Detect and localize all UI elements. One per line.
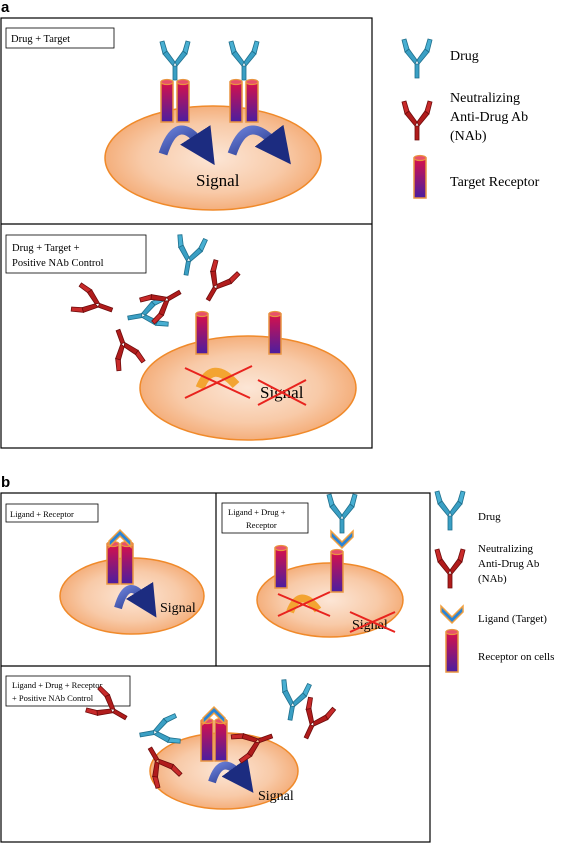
nab-antibody: [69, 282, 118, 325]
legend-a-nab-2: Anti-Drug Ab: [450, 110, 528, 125]
drug-antibody: [274, 678, 312, 724]
nab-antibody: [103, 324, 146, 373]
panel-b-box3-label-2: + Positive NAb Control: [12, 693, 94, 703]
receptor-icon: [445, 628, 459, 673]
blocked-signal-text: Signal: [352, 618, 388, 633]
nab-icon: [434, 548, 466, 589]
ligand: [330, 530, 354, 549]
receptor: [330, 548, 344, 593]
drug-antibody: [326, 493, 358, 534]
panel-a-top-label: Drug + Target: [11, 34, 70, 45]
panel-b-box3-label-1: Ligand + Drug + Receptor: [12, 680, 102, 690]
receptor: [268, 310, 282, 355]
nab-antibody: [292, 695, 337, 745]
legend-b-drug: Drug: [478, 511, 501, 523]
ligand: [108, 529, 132, 548]
panel-b-box1-label-box: [5, 503, 99, 523]
panel-a-bottom-cell: [139, 335, 357, 441]
legend-a-receptor: Target Receptor: [450, 175, 540, 190]
panel-b-box2-label-box: [221, 502, 309, 534]
ligand-icon: [440, 605, 464, 624]
panel-a-top-cell: [104, 105, 322, 211]
blocked-signal-arrow: [286, 594, 322, 614]
legend-b-ligand: Ligand (Target): [478, 613, 547, 625]
nab-icon: [401, 100, 433, 141]
panel-a-bottom-label-box: [5, 234, 147, 274]
signal-text: Signal: [196, 171, 240, 190]
panel-b-box1-label: Ligand + Receptor: [10, 509, 74, 519]
panel-a-bottom-label-2: Positive NAb Control: [12, 258, 104, 269]
panel-b-box2-label-1: Ligand + Drug +: [228, 507, 286, 517]
legend-b-nab-1: Neutralizing: [478, 543, 533, 555]
signal-arrow: [114, 581, 157, 618]
legend-a-nab-1: Neutralizing: [450, 91, 520, 106]
drug-antibody: [159, 40, 191, 81]
panel-a-tag: a: [1, 0, 10, 16]
panel-a-top-label-box: [5, 27, 115, 49]
blocked-signal-arrow: [195, 367, 240, 390]
cross-mark: [277, 591, 331, 617]
drug-antibody: [228, 40, 260, 81]
cross-mark: [184, 365, 253, 399]
panel-b-box2-label-2: Receptor: [246, 520, 277, 530]
receptor-icon: [413, 154, 427, 199]
drug-icon: [434, 490, 466, 531]
panel-b-tag: b: [1, 474, 10, 491]
legend-b-nab-3: (NAb): [478, 573, 507, 585]
legend-b-receptor: Receptor on cells: [478, 651, 554, 663]
drug-antibody: [170, 233, 208, 279]
drug-icon: [401, 38, 433, 79]
cross-mark: [257, 379, 307, 406]
signal-arrow: [158, 125, 215, 166]
signal-text: Signal: [160, 601, 196, 616]
legend-b-nab-2: Anti-Drug Ab: [478, 558, 540, 570]
signal-text: Signal: [258, 789, 294, 804]
legend-a-nab-3: (NAb): [450, 129, 487, 144]
signal-arrow: [227, 124, 291, 165]
receptor: [195, 310, 209, 355]
panel-a-bottom-label-1: Drug + Target +: [12, 243, 80, 254]
legend-a-drug: Drug: [450, 49, 479, 64]
ligand: [202, 706, 226, 725]
signal-arrow: [208, 757, 254, 793]
panel-a-frame: [0, 17, 373, 449]
cross-mark: [349, 611, 396, 633]
nab-antibody: [194, 258, 241, 308]
receptor: [274, 544, 288, 589]
